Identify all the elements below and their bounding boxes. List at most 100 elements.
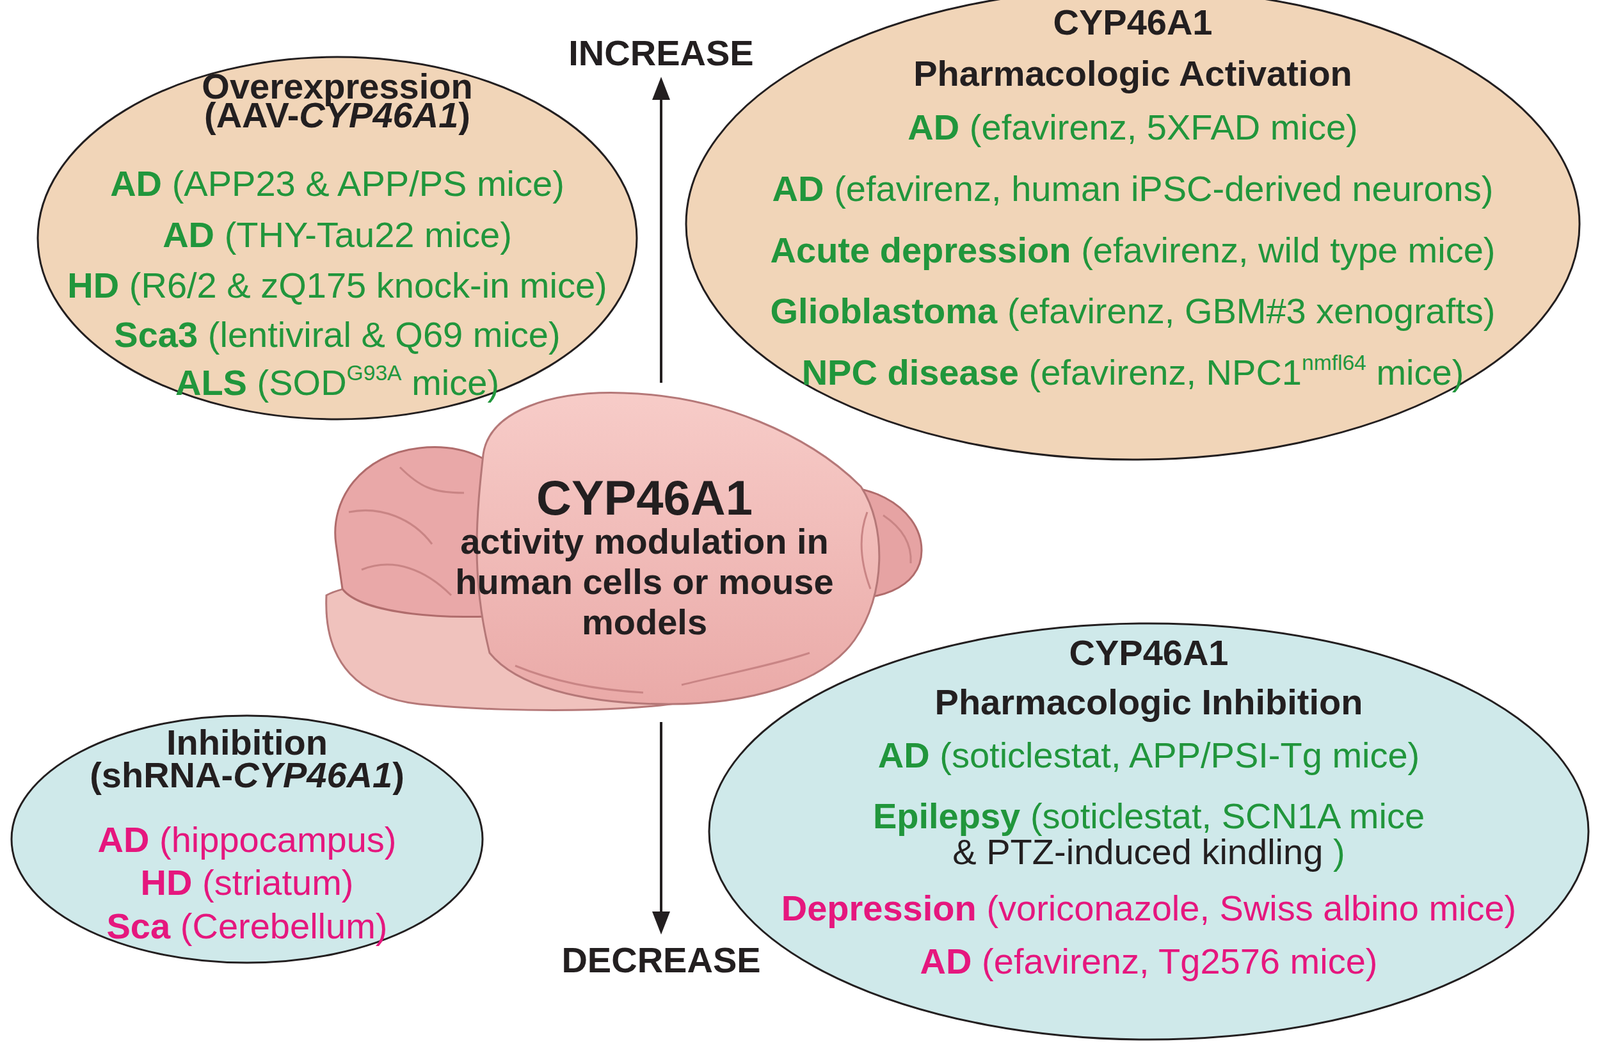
detail-text: (efavirenz, NPC1 [1029, 352, 1302, 393]
detail-text: (striatum) [202, 862, 354, 903]
text-line-inner: AD(efavirenz, 5XFAD mice) [907, 105, 1358, 149]
bold-term: HD [140, 862, 192, 903]
text-line: Sca(Cerebellum) [10, 904, 484, 948]
text-line: AD(APP23 & APP/PS mice) [36, 161, 639, 205]
detail-text: (efavirenz, 5XFAD mice) [969, 106, 1359, 148]
bold-term: CYP46A1 [1052, 1, 1213, 43]
detail-text: (THY-Tau22 mice) [224, 214, 512, 255]
bold-term: CYP46A1 [298, 94, 459, 136]
text-line-inner: Acute depression(efavirenz, wild type mi… [770, 228, 1496, 272]
bold-term: Sca3 [113, 314, 198, 355]
ellipse-node: Overexpression(AAV-CYP46A1)AD(APP23 & AP… [36, 55, 639, 421]
text-line: AD(efavirenz, human iPSC-derived neurons… [684, 167, 1581, 210]
bold-term: Sca [106, 905, 171, 946]
detail-text: (Cerebellum) [180, 905, 388, 946]
detail-text: (efavirenz, wild type mice) [1080, 229, 1496, 271]
text-line: CYP46A1 [684, 0, 1581, 44]
text-line-inner: AD(efavirenz, human iPSC-derived neurons… [772, 167, 1494, 210]
text-line-inner: & PTZ-induced kindling) [952, 830, 1345, 873]
text-line: Glioblastoma(efavirenz, GBM#3 xenografts… [684, 289, 1581, 333]
brain-node: CYP46A1activity modulation in human cell… [323, 384, 928, 717]
bold-term: AD [920, 940, 973, 982]
bold-term: Pharmacologic Activation [913, 53, 1353, 94]
text-line: Sca3(lentiviral & Q69 mice) [36, 312, 639, 356]
text-line: Acute depression(efavirenz, wild type mi… [684, 228, 1581, 272]
detail-text: ) [1333, 831, 1346, 872]
bold-term: (shRNA- [89, 754, 233, 795]
detail-text: (efavirenz, Tg2576 mice) [981, 940, 1378, 982]
increase-arrowhead [652, 76, 671, 100]
detail-text: (voriconazole, Swiss albino mice) [986, 887, 1517, 928]
bold-term: (AAV- [204, 94, 299, 136]
text-line: (shRNA-CYP46A1) [10, 753, 484, 797]
text-line-inner: Sca(Cerebellum) [106, 904, 388, 948]
text-line: ALS(SODG93A mice) [36, 360, 639, 404]
bold-term: AD [97, 819, 150, 860]
increase-arrow-line [659, 93, 663, 383]
text-line: AD(THY-Tau22 mice) [36, 213, 639, 256]
text-line-inner: NPC disease(efavirenz, NPC1nmfl64 mice) [801, 350, 1465, 394]
bold-term: ALS [175, 362, 248, 403]
bold-term: ) [458, 94, 471, 136]
text-line-inner: Pharmacologic Activation [913, 51, 1353, 95]
ellipse-node: Inhibition(shRNA-CYP46A1)AD(hippocampus)… [10, 714, 484, 964]
text-line-inner: AD(APP23 & APP/PS mice) [110, 161, 565, 205]
text-line-inner: HD(striatum) [140, 860, 354, 904]
bold-term: Depression [781, 887, 977, 928]
cerebellum-fold [883, 515, 911, 564]
detail-text: mice) [1376, 352, 1464, 393]
detail-text: (APP23 & APP/PS mice) [172, 163, 565, 204]
text-line-inner: Depression(voriconazole, Swiss albino mi… [781, 886, 1517, 930]
text-line-inner: AD(efavirenz, Tg2576 mice) [920, 939, 1378, 983]
center-subtitle: activity modulation in human cells or mo… [439, 520, 850, 642]
detail-text: (lentiviral & Q69 mice) [208, 314, 561, 355]
text-line: Depression(voriconazole, Swiss albino mi… [707, 886, 1590, 930]
bold-term: AD [878, 734, 930, 776]
decrease-arrowhead [652, 911, 671, 935]
text-line-inner: Glioblastoma(efavirenz, GBM#3 xenografts… [770, 289, 1496, 333]
detail-text: (efavirenz, GBM#3 xenografts) [1007, 290, 1496, 331]
text-line: Pharmacologic Inhibition [707, 680, 1590, 724]
ellipse-node: CYP46A1Pharmacologic ActivationAD(efavir… [684, 0, 1581, 461]
ellipse-shape [686, 0, 1580, 460]
bold-term: CYP46A1 [232, 754, 393, 795]
bold-term: NPC disease [801, 352, 1019, 393]
detail-text: (soticlestat, SCN1A mice [1030, 795, 1425, 836]
text-line-inner: Epilepsy(soticlestat, SCN1A mice [872, 794, 1425, 838]
bold-term: AD [907, 106, 960, 148]
text-line-inner: (shRNA-CYP46A1) [89, 753, 405, 797]
superscript-text: G93A [346, 360, 402, 385]
lobe-fold [348, 467, 464, 596]
text-line-inner: CYP46A1 [1052, 0, 1213, 44]
bold-term: AD [110, 163, 162, 204]
direction-label: INCREASE [568, 32, 754, 74]
bold-term: Acute depression [770, 229, 1072, 271]
text-line-inner: CYP46A1 [1068, 631, 1229, 674]
text-line-inner: Pharmacologic Inhibition [935, 680, 1364, 724]
text-line: AD(efavirenz, Tg2576 mice) [707, 939, 1590, 983]
text-line: NPC disease(efavirenz, NPC1nmfl64 mice) [684, 350, 1581, 394]
ellipse-shape [709, 623, 1589, 1040]
detail-text: & PTZ-induced kindling [952, 831, 1323, 872]
superscript-text: nmfl64 [1301, 350, 1367, 375]
bold-term: Epilepsy [872, 795, 1021, 836]
text-line-inner: AD(THY-Tau22 mice) [162, 213, 512, 256]
text-line: AD(soticlestat, APP/PSI-Tg mice) [707, 733, 1590, 777]
text-line-inner: Sca3(lentiviral & Q69 mice) [113, 312, 560, 356]
text-line-inner: AD(soticlestat, APP/PSI-Tg mice) [878, 733, 1421, 777]
ellipse-node: CYP46A1Pharmacologic InhibitionAD(soticl… [707, 622, 1590, 1041]
detail-text: mice) [411, 362, 500, 403]
decrease-arrow-line [659, 721, 663, 917]
text-line: HD(striatum) [10, 860, 484, 904]
detail-text: (SOD [257, 362, 347, 403]
text-line: Epilepsy(soticlestat, SCN1A mice [707, 794, 1590, 838]
text-line-inner: HD(R6/2 & zQ175 knock-in mice) [67, 263, 607, 307]
detail-text: (soticlestat, APP/PSI-Tg mice) [939, 734, 1420, 776]
text-line: CYP46A1 [707, 631, 1590, 674]
center-title: CYP46A1 [439, 469, 850, 527]
detail-text: (efavirenz, human iPSC-derived neurons) [833, 168, 1494, 209]
text-line: AD(hippocampus) [10, 817, 484, 861]
bold-term: ) [392, 754, 405, 795]
text-line-inner: AD(hippocampus) [97, 817, 397, 861]
bold-term: HD [67, 264, 120, 306]
